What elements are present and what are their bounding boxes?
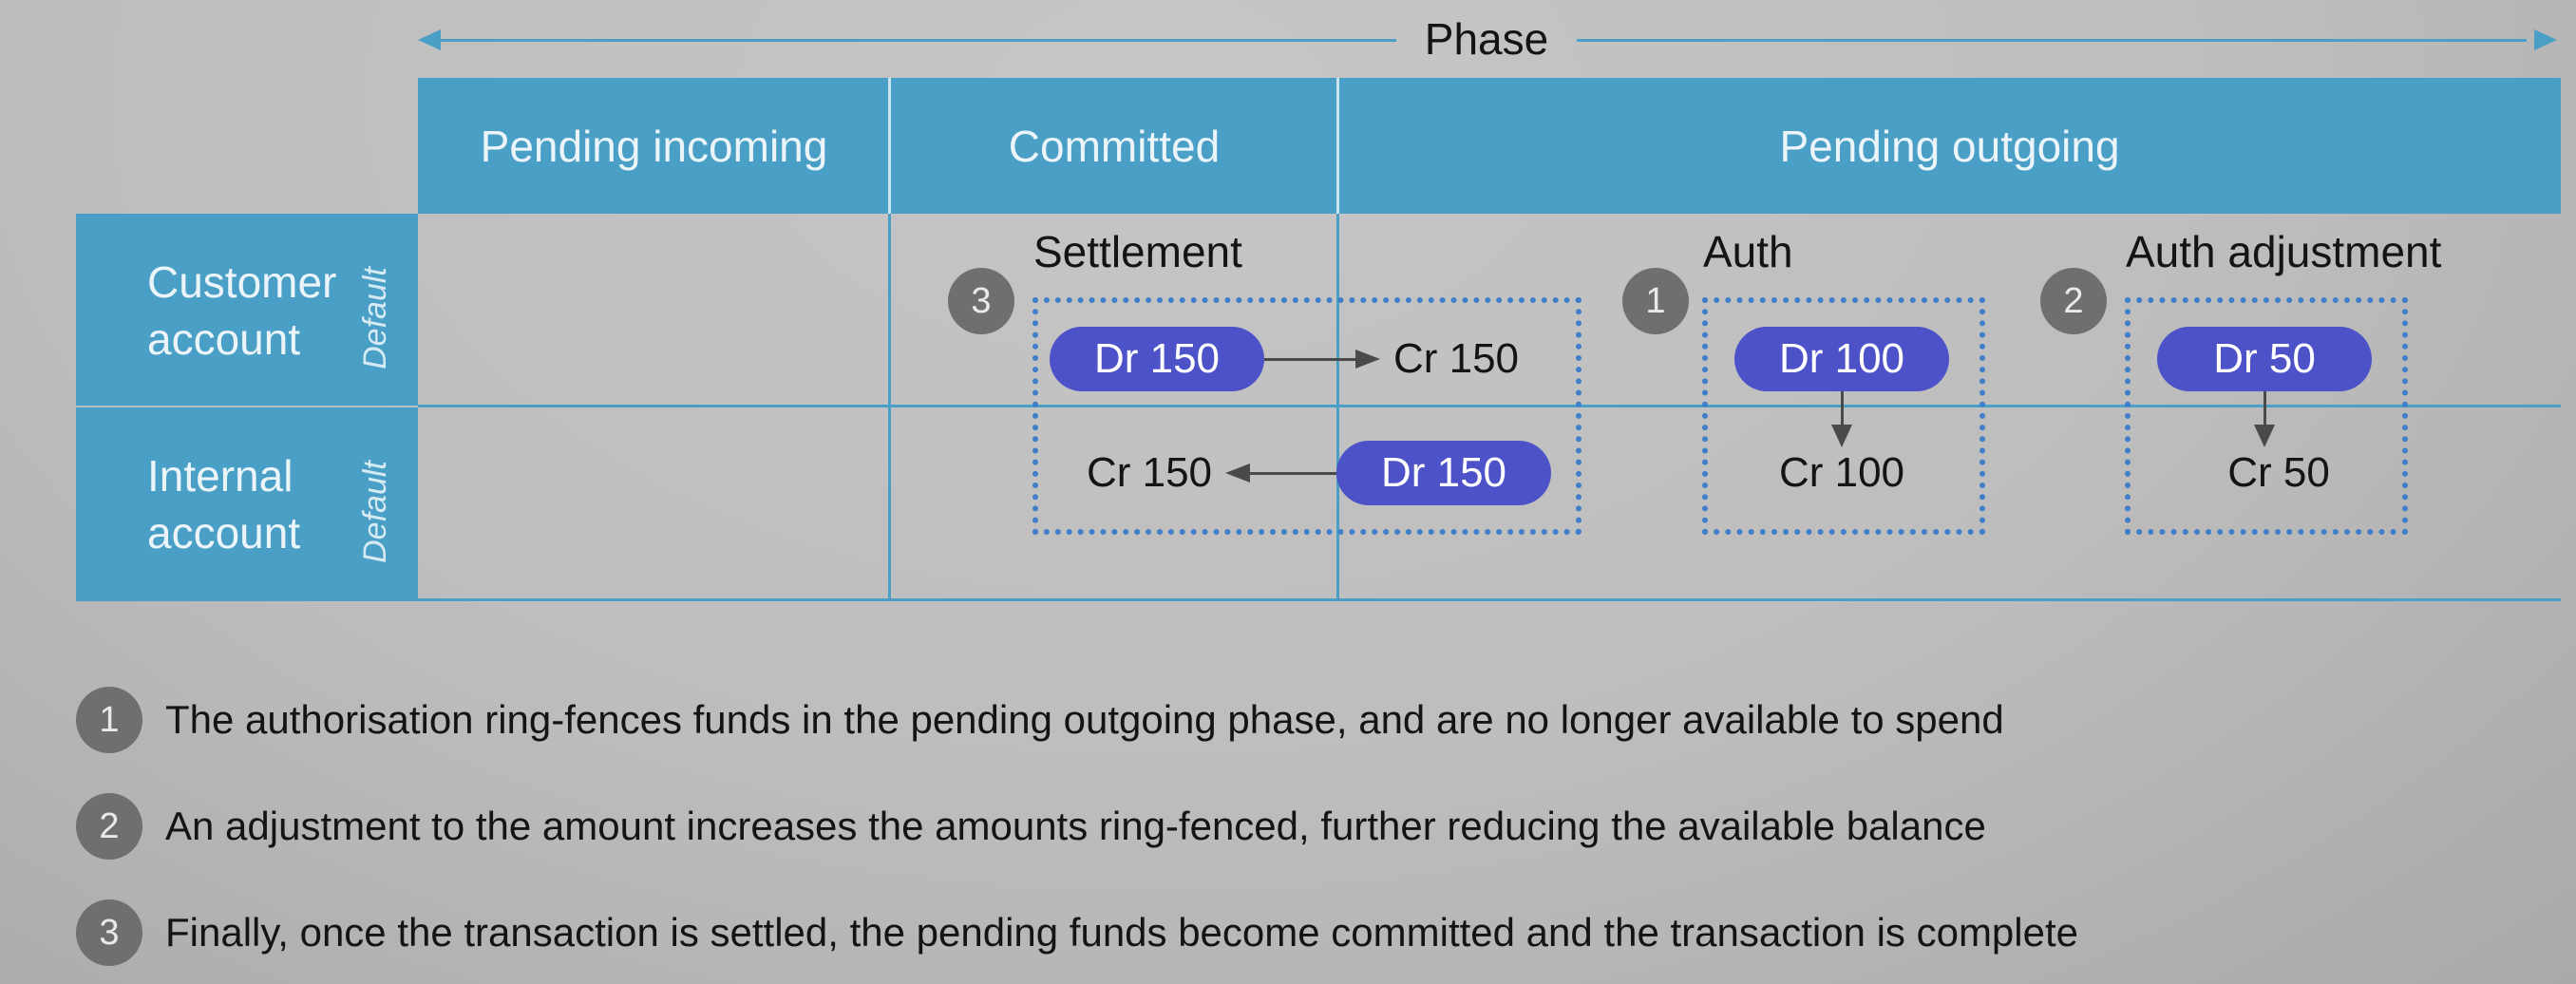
column-header-committed: Committed bbox=[890, 78, 1338, 214]
row-header-default-tag: Default bbox=[357, 267, 393, 369]
note-number-badge: 2 bbox=[76, 793, 142, 860]
settlement-internal-credit: Cr 150 bbox=[1086, 449, 1213, 496]
grid-line-vertical bbox=[888, 214, 891, 601]
note-text: Finally, once the transaction is settled… bbox=[165, 910, 2079, 955]
row-header-line: account bbox=[147, 314, 301, 364]
row-header-default-tag: Default bbox=[357, 461, 393, 563]
step-badge-settlement: 3 bbox=[948, 268, 1014, 334]
auth-adjustment-dotted-box bbox=[2125, 297, 2408, 535]
arrow-down-icon bbox=[2254, 425, 2275, 447]
note-2: 2 An adjustment to the amount increases … bbox=[76, 793, 1986, 860]
event-title-auth-adjustment: Auth adjustment bbox=[2126, 227, 2442, 276]
step-badge-auth-adjustment: 2 bbox=[2040, 268, 2107, 334]
grid-line-vertical bbox=[1336, 214, 1339, 601]
settlement-internal-debit-pill: Dr 150 bbox=[1336, 441, 1551, 505]
column-header-label: Pending incoming bbox=[480, 121, 828, 171]
column-header-label: Committed bbox=[1008, 121, 1221, 171]
auth-adjustment-debit-pill: Dr 50 bbox=[2157, 327, 2372, 391]
phase-label: Phase bbox=[1424, 14, 1549, 64]
step-badge-auth: 1 bbox=[1622, 268, 1689, 334]
event-title-settlement: Settlement bbox=[1033, 227, 1242, 276]
column-header-divider bbox=[1336, 78, 1339, 214]
auth-credit: Cr 100 bbox=[1778, 449, 1905, 496]
phase-arrow-right-icon bbox=[2534, 29, 2557, 50]
auth-adjustment-arrow-line bbox=[2263, 391, 2266, 425]
auth-dotted-box bbox=[1702, 297, 1985, 535]
arrow-right-icon bbox=[1355, 350, 1380, 369]
note-1: 1 The authorisation ring-fences funds in… bbox=[76, 687, 2004, 753]
phase-arrow-line-left bbox=[437, 39, 1396, 42]
grid-line-mid bbox=[418, 405, 2561, 407]
auth-debit-pill: Dr 100 bbox=[1734, 327, 1949, 391]
arrow-down-icon bbox=[1831, 425, 1852, 447]
note-3: 3 Finally, once the transaction is settl… bbox=[76, 899, 2078, 966]
row-header-label: Internal account bbox=[147, 447, 300, 561]
column-header-label: Pending outgoing bbox=[1779, 121, 2120, 171]
settlement-arrow-line bbox=[1264, 358, 1355, 361]
event-title-auth: Auth bbox=[1703, 227, 1793, 276]
row-header-customer-account: Customer account Default bbox=[76, 214, 418, 406]
settlement-arrow-line bbox=[1250, 472, 1338, 475]
column-header-pending-incoming: Pending incoming bbox=[418, 78, 890, 214]
settlement-customer-debit-pill: Dr 150 bbox=[1050, 327, 1264, 391]
row-header-internal-account: Internal account Default bbox=[76, 407, 418, 599]
note-number-badge: 3 bbox=[76, 899, 142, 966]
settlement-dotted-box bbox=[1032, 297, 1582, 535]
column-header-pending-outgoing: Pending outgoing bbox=[1338, 78, 2561, 214]
row-header-line: Customer bbox=[147, 257, 337, 307]
row-header-line: Internal bbox=[147, 451, 294, 501]
auth-arrow-line bbox=[1841, 391, 1844, 425]
note-text: The authorisation ring-fences funds in t… bbox=[165, 697, 2004, 742]
note-number-badge: 1 bbox=[76, 687, 142, 753]
grid-line-bottom bbox=[76, 598, 2561, 601]
arrow-left-icon bbox=[1225, 464, 1250, 483]
auth-adjustment-credit: Cr 50 bbox=[2227, 449, 2330, 496]
settlement-customer-credit: Cr 150 bbox=[1392, 335, 1520, 382]
phase-arrow-line-right bbox=[1577, 39, 2527, 42]
phase-arrow-left-icon bbox=[418, 29, 441, 50]
note-text: An adjustment to the amount increases th… bbox=[165, 804, 1986, 848]
row-header-label: Customer account bbox=[147, 254, 336, 368]
column-header-divider bbox=[888, 78, 891, 214]
row-header-line: account bbox=[147, 508, 301, 558]
